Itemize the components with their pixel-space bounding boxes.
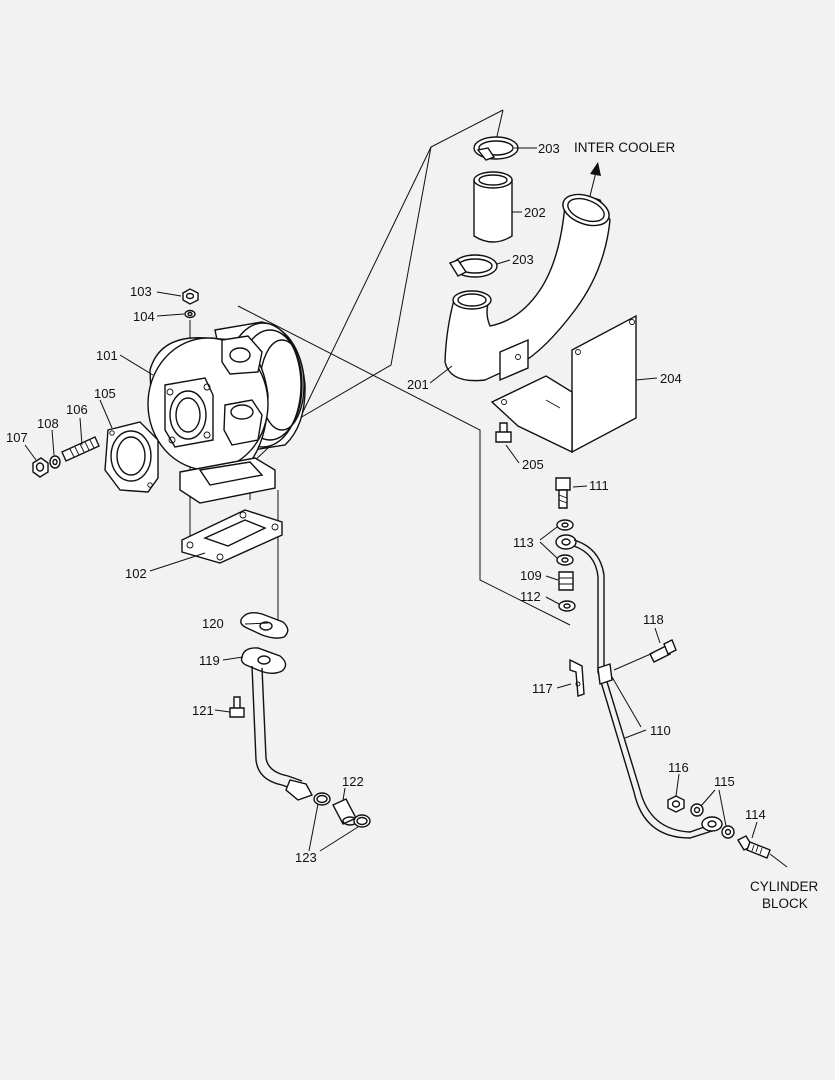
washer-104	[184, 309, 196, 319]
label-102: 102	[125, 566, 147, 581]
leader-lines	[24, 147, 758, 852]
nut-107	[32, 457, 49, 478]
block-label: BLOCK	[762, 896, 808, 911]
bolt-121	[229, 696, 245, 718]
banjo-bolt-111	[555, 477, 571, 509]
label-204: 204	[660, 371, 682, 386]
label-123: 123	[295, 850, 317, 865]
hose-202	[473, 171, 513, 243]
oil-return-pipe-119	[240, 647, 314, 801]
clip-117	[569, 658, 585, 697]
label-114: 114	[745, 807, 766, 822]
connector-114	[737, 835, 788, 868]
bracket-204	[490, 314, 637, 454]
label-203-lower: 203	[512, 252, 534, 267]
label-112: 112	[520, 589, 541, 604]
bolt-205	[495, 422, 512, 443]
label-104: 104	[133, 309, 155, 324]
label-118: 118	[643, 612, 664, 627]
label-201: 201	[407, 377, 429, 392]
label-101: 101	[96, 348, 118, 363]
label-106: 106	[66, 402, 88, 417]
hose-clamp-203-lower	[448, 254, 498, 278]
label-103: 103	[130, 284, 152, 299]
intake-pipe-201	[444, 193, 611, 382]
nut-103	[182, 288, 199, 305]
label-108: 108	[37, 416, 59, 431]
adapter-109	[558, 571, 574, 591]
gasket-102	[181, 509, 283, 564]
label-120: 120	[202, 616, 224, 631]
stud-106	[61, 436, 100, 462]
turbocharger-101	[147, 321, 306, 504]
label-109: 109	[520, 568, 542, 583]
bolt-118	[649, 639, 677, 663]
washers-113	[556, 519, 574, 566]
washer-108	[49, 455, 61, 469]
label-205: 205	[522, 457, 544, 472]
label-110: 110	[650, 723, 671, 738]
nut-116	[667, 795, 685, 813]
label-119: 119	[199, 653, 220, 668]
label-122: 122	[342, 774, 364, 789]
label-111: 111	[589, 478, 609, 493]
label-115: 115	[714, 774, 735, 789]
label-202: 202	[524, 205, 546, 220]
label-117: 117	[532, 681, 553, 696]
label-121: 121	[192, 703, 214, 718]
inter-cooler-arrow	[589, 162, 601, 197]
label-105: 105	[94, 386, 116, 401]
label-113: 113	[513, 535, 534, 550]
oil-feed-pipe-110	[573, 539, 723, 839]
label-107: 107	[6, 430, 28, 445]
label-203-upper: 203	[538, 141, 560, 156]
gasket-120	[240, 611, 289, 639]
cylinder-label: CYLINDER	[750, 879, 819, 894]
banjo-fitting	[555, 534, 577, 550]
inter-cooler-label: INTER COOLER	[574, 140, 676, 155]
washers-115	[690, 803, 735, 839]
clamp-123	[313, 792, 371, 828]
washer-112	[558, 600, 576, 612]
label-116: 116	[668, 760, 689, 775]
hose-clamp-203-upper	[473, 136, 519, 161]
part-labels: 103 104 101 105 106 108 107 102 203 INTE…	[6, 140, 819, 911]
gasket-105	[104, 421, 159, 493]
